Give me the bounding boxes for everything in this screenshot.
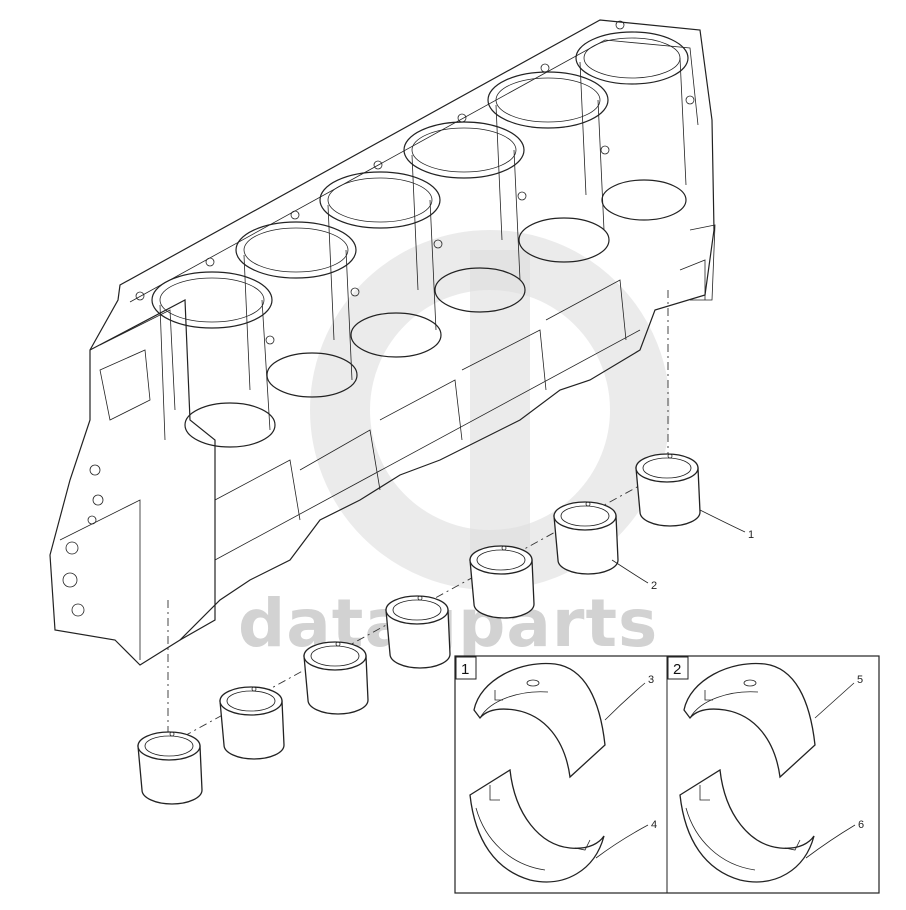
- lower-half-shell-1: [469, 768, 605, 883]
- main-bearing-shell: [219, 686, 285, 760]
- leader-line-6: [805, 824, 856, 859]
- main-bearing-shell: [303, 641, 369, 715]
- callout-2: 2: [651, 580, 657, 592]
- leader-line-2: [611, 559, 649, 584]
- main-bearing-shell: [469, 545, 535, 619]
- detail-box: 1 2 3 4: [454, 655, 880, 894]
- main-bearing-shell: [385, 595, 451, 669]
- callout-6: 6: [858, 819, 864, 831]
- main-bearing-shells: [137, 453, 701, 805]
- callout-5: 5: [857, 674, 863, 686]
- lower-half-shell-2: [679, 768, 815, 883]
- callout-3: 3: [648, 674, 654, 686]
- main-bearing-shell: [635, 453, 701, 527]
- bolt-holes: [135, 20, 695, 345]
- callout-1: 1: [748, 529, 754, 541]
- leader-line-1: [699, 509, 746, 533]
- detail-label-2: 2: [673, 661, 681, 678]
- engine-block: [49, 19, 716, 666]
- main-bearing-shell: [137, 731, 203, 805]
- leader-line-3: [604, 682, 646, 721]
- detail-label-box-1: [455, 656, 477, 680]
- detail-label-1: 1: [461, 661, 469, 678]
- callout-4: 4: [651, 819, 657, 831]
- detail-label-box-2: [667, 656, 689, 680]
- leader-line-4: [595, 824, 649, 859]
- cylinder-bores: [151, 31, 689, 448]
- upper-half-shell-1: [473, 662, 606, 779]
- main-bearing-shell: [553, 501, 619, 575]
- upper-half-shell-2: [683, 662, 816, 779]
- leader-line-5: [814, 682, 855, 719]
